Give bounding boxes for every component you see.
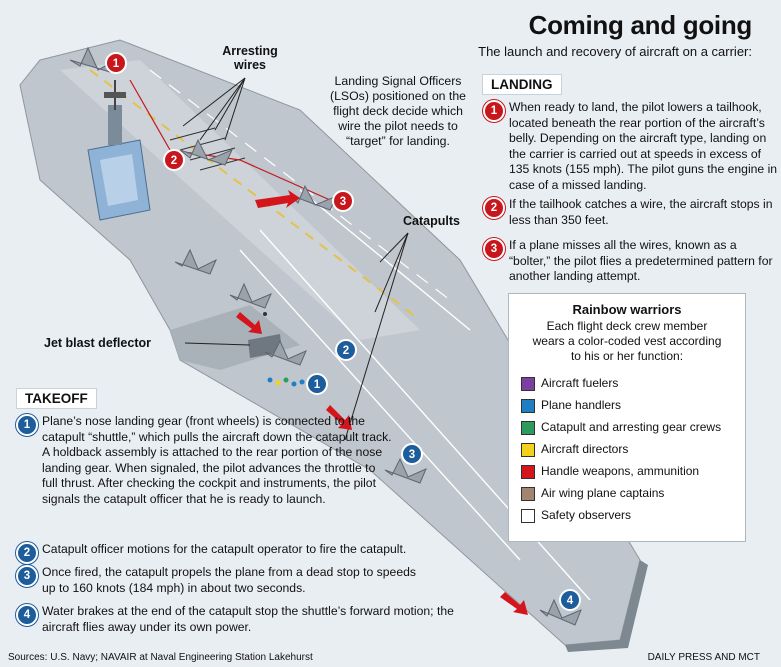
lso-line-1: Landing Signal Officers <box>334 74 462 88</box>
vest-color-legend: Rainbow warriors Each flight deck crew m… <box>508 293 746 542</box>
legend-label: Catapult and arresting gear crews <box>541 420 722 434</box>
landing-heading: LANDING <box>482 74 562 95</box>
deck-crew <box>263 312 305 387</box>
lso-line-5: “target” for landing. <box>346 134 450 148</box>
sources-footer: Sources: U.S. Navy; NAVAIR at Naval Engi… <box>8 652 313 663</box>
legend-label: Plane handlers <box>541 398 622 412</box>
takeoff-step-1-text: Plane’s nose landing gear (front wheels)… <box>42 414 392 506</box>
takeoff-step-4-number: 4 <box>16 604 38 626</box>
legend-swatch <box>521 421 535 435</box>
motion-arrows <box>236 190 528 615</box>
legend-label: Safety observers <box>541 508 632 522</box>
blue-marker-4: 4 <box>567 595 574 607</box>
takeoff-step-3-number: 3 <box>16 565 38 587</box>
legend-label: Aircraft directors <box>541 442 629 456</box>
takeoff-step-2-number: 2 <box>16 542 38 564</box>
takeoff-step-1-number: 1 <box>16 414 38 436</box>
blue-marker-2: 2 <box>343 345 349 357</box>
red-marker-2: 2 <box>171 155 177 167</box>
legend-label: Air wing plane captains <box>541 486 665 500</box>
legend-swatch <box>521 509 535 523</box>
red-marker-3: 3 <box>340 196 346 208</box>
landing-step-2: 2 If the tailhook catches a wire, the ai… <box>483 197 781 228</box>
landing-step-1: 1 When ready to land, the pilot lowers a… <box>483 100 781 193</box>
lso-callout: Landing Signal Officers (LSOs) positione… <box>318 74 478 149</box>
jet-blast-label: Jet blast deflector <box>44 336 151 350</box>
deck-edge <box>565 560 648 652</box>
legend-swatch <box>521 399 535 413</box>
jet-blast-deflector <box>248 334 282 358</box>
landing-step-3-number: 3 <box>483 238 505 260</box>
takeoff-step-2: 2 Catapult officer motions for the catap… <box>16 542 432 564</box>
legend-swatch <box>521 487 535 501</box>
red-markers <box>105 52 354 212</box>
legend-title: Rainbow warriors <box>572 302 682 317</box>
legend-subtitle: Each flight deck crew member wears a col… <box>532 319 722 363</box>
takeoff-step-3-text: Once fired, the catapult propels the pla… <box>42 565 416 595</box>
legend-label: Handle weapons, ammunition <box>541 464 700 478</box>
page-title: Coming and going <box>528 10 753 40</box>
landing-area <box>60 60 420 340</box>
lso-line-3: flight deck decide which <box>333 104 463 118</box>
legend-swatch <box>521 443 535 457</box>
landing-step-2-text: If the tailhook catches a wire, the airc… <box>509 197 773 227</box>
credit-footer: DAILY PRESS AND MCT <box>647 652 760 663</box>
takeoff-step-1: 1 Plane’s nose landing gear (front wheel… <box>16 414 392 507</box>
catapults-label: Catapults <box>403 214 460 228</box>
legend-swatch <box>521 377 535 391</box>
legend-swatch <box>521 465 535 479</box>
landing-step-2-number: 2 <box>483 197 505 219</box>
landing-step-1-text: When ready to land, the pilot lowers a t… <box>509 100 778 192</box>
lso-line-2: (LSOs) positioned on the <box>329 89 467 103</box>
blue-marker-1: 1 <box>314 379 321 391</box>
legend-label: Aircraft fuelers <box>541 376 619 390</box>
landing-step-1-number: 1 <box>483 100 505 122</box>
blue-markers <box>306 339 581 611</box>
flight-deck <box>19 39 641 646</box>
island-tower <box>87 80 151 221</box>
arresting-wires-label: Arresting wires <box>222 44 278 72</box>
takeoff-step-2-text: Catapult officer motions for the catapul… <box>42 542 407 556</box>
landing-step-3: 3 If a plane misses all the wires, known… <box>483 238 781 285</box>
blue-marker-3: 3 <box>409 449 415 461</box>
takeoff-step-3: 3 Once fired, the catapult propels the p… <box>16 565 427 596</box>
takeoff-heading: TAKEOFF <box>16 388 97 409</box>
red-marker-1: 1 <box>113 58 120 70</box>
page-subtitle: The launch and recovery of aircraft on a… <box>478 44 752 59</box>
takeoff-step-4-text: Water brakes at the end of the catapult … <box>42 604 454 634</box>
landing-step-3-text: If a plane misses all the wires, known a… <box>509 238 773 283</box>
lso-line-4: wire the pilot needs to <box>338 119 458 133</box>
takeoff-step-4: 4 Water brakes at the end of the catapul… <box>16 604 462 635</box>
